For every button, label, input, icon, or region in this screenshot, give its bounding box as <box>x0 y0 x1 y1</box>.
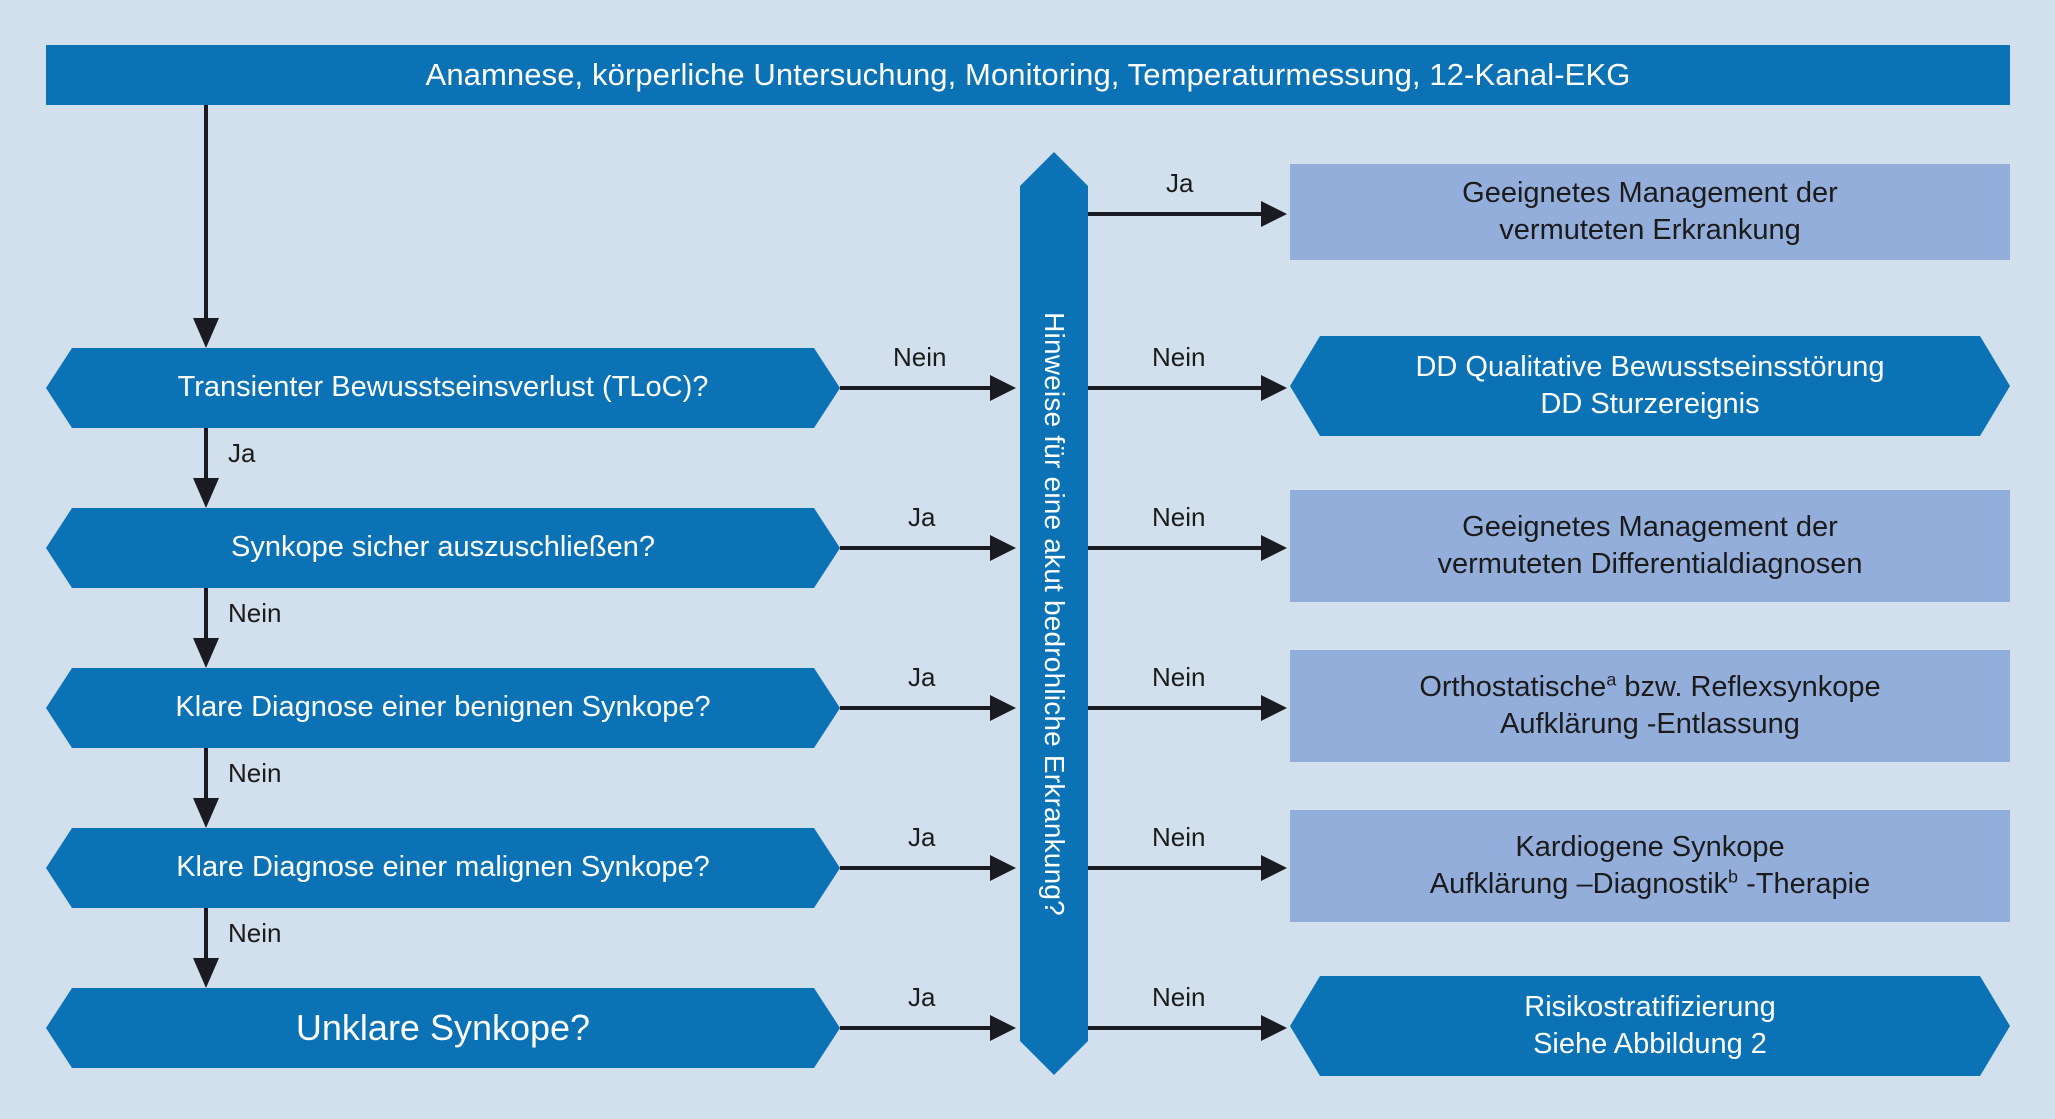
decision-tloc[interactable]: Transienter Bewusstseinsverlust (TLoC)? <box>46 348 840 428</box>
gate-label: Hinweise für eine akut bedrohliche Erkra… <box>1039 311 1070 916</box>
outcome-management-erkrankung-line1: Geeignetes Management der <box>1462 176 1838 209</box>
edge-benigne-to-gate <box>840 706 992 710</box>
outcome-risikostratifizierung[interactable]: Risikostratifizierung Siehe Abbildung 2 <box>1290 976 2010 1076</box>
outcome-kardiogene-synkope[interactable]: Kardiogene Synkope Aufklärung –Diagnosti… <box>1290 810 2010 922</box>
arrowhead-ausschliessen-to-gate <box>990 535 1016 561</box>
edge-benigne-to-maligne <box>204 748 208 800</box>
edge-gate-to-dd-qualitativ <box>1088 386 1263 390</box>
decision-maligne-synkope[interactable]: Klare Diagnose einer malignen Synkope? <box>46 828 840 908</box>
outcome-kardiogene-synkope-line2: Aufklärung –Diagnostikb -Therapie <box>1330 866 1970 903</box>
edge-gate-to-kardiogene-synkope <box>1088 866 1263 870</box>
edge-maligne-to-unklar <box>204 908 208 960</box>
arrowhead-ausschliessen-to-benigne <box>193 638 219 668</box>
edge-tloc-to-ausschliessen <box>204 428 208 480</box>
edge-label-maligne-ja: Ja <box>908 822 936 852</box>
footnote-marker-b: b <box>1728 866 1739 887</box>
outcome-management-differentialdiagnosen-line1: Geeignetes Management der <box>1462 510 1838 543</box>
edge-label-unklar-ja: Ja <box>908 982 936 1012</box>
edge-label-maligne-nein: Nein <box>228 918 282 948</box>
edge-ausschliessen-to-gate <box>840 546 992 550</box>
arrowhead-gate-to-management-differentialdiagnosen <box>1261 535 1287 561</box>
arrowhead-benigne-to-gate <box>990 695 1016 721</box>
edge-label-gate-ja: Ja <box>1166 168 1194 198</box>
edge-tloc-to-gate <box>840 386 992 390</box>
decision-unklare-synkope-label: Unklare Synkope? <box>295 1006 591 1048</box>
outcome-management-differentialdiagnosen-line2: vermuteten Differentialdiagnosen <box>1437 548 1863 580</box>
arrowhead-tloc-to-ausschliessen <box>193 478 219 508</box>
outcome-risikostratifizierung-line2: Siehe Abbildung 2 <box>1533 1028 1767 1060</box>
edge-label-tloc-ja: Ja <box>228 438 256 468</box>
edge-label-gate-nein-4: Nein <box>1152 822 1206 852</box>
arrowhead-gate-to-dd-qualitativ <box>1261 375 1287 401</box>
decision-unklare-synkope[interactable]: Unklare Synkope? <box>46 988 840 1068</box>
outcome-orthostatische-reflexsynkope[interactable]: Orthostatischea bzw. Reflexsynkope Aufkl… <box>1290 650 2010 762</box>
outcome-management-differentialdiagnosen[interactable]: Geeignetes Management der vermuteten Dif… <box>1290 490 2010 602</box>
outcome-orthostatische-line1-post: bzw. Reflexsynkope <box>1616 670 1881 703</box>
edge-gate-to-management-differentialdiagnosen <box>1088 546 1263 550</box>
arrowhead-maligne-to-gate <box>990 855 1016 881</box>
edge-gate-to-orthostatische-reflexsynkope <box>1088 706 1263 710</box>
edge-unklar-to-gate <box>840 1026 992 1030</box>
arrowhead-gate-to-management-erkrankung <box>1261 201 1287 227</box>
arrowhead-banner-to-tloc <box>193 318 219 348</box>
edge-ausschliessen-to-benigne <box>204 588 208 640</box>
edge-maligne-to-gate <box>840 866 992 870</box>
outcome-orthostatische-line1-pre: Orthostatische <box>1419 670 1607 703</box>
outcome-kardiogene-line2-pre: Aufklärung –Diagnostik <box>1429 868 1729 900</box>
edge-gate-to-management-erkrankung <box>1088 212 1263 216</box>
banner-label: Anamnese, körperliche Untersuchung, Moni… <box>425 57 1631 93</box>
edge-label-benigne-nein: Nein <box>228 758 282 788</box>
outcome-kardiogene-line2-post: -Therapie <box>1738 868 1871 900</box>
outcome-dd-qualitative-bewusstseinsstoerung[interactable]: DD Qualitative Bewusstseinsstörung DD St… <box>1290 336 2010 436</box>
outcome-orthostatische-reflexsynkope-line2: Aufklärung -Entlassung <box>1500 708 1800 740</box>
outcome-management-erkrankung-line2: vermuteten Erkrankung <box>1499 214 1801 246</box>
outcome-dd-qualitativ-line1: DD Qualitative Bewusstseinsstörung <box>1415 350 1885 383</box>
edge-gate-to-risikostratifizierung <box>1088 1026 1263 1030</box>
decision-benigne-synkope-label: Klare Diagnose einer benignen Synkope? <box>175 691 711 724</box>
edge-label-ausschliessen-ja: Ja <box>908 502 936 532</box>
arrowhead-gate-to-kardiogene-synkope <box>1261 855 1287 881</box>
decision-benigne-synkope[interactable]: Klare Diagnose einer benignen Synkope? <box>46 668 840 748</box>
outcome-orthostatische-reflexsynkope-line1: Orthostatischea bzw. Reflexsynkope <box>1330 669 1970 706</box>
edge-label-gate-nein-5: Nein <box>1152 982 1206 1012</box>
arrowhead-tloc-to-gate <box>990 375 1016 401</box>
edge-label-gate-nein-2: Nein <box>1152 502 1206 532</box>
decision-synkope-ausschliessen-label: Synkope sicher auszuschließen? <box>231 531 655 564</box>
edge-label-ausschliessen-nein: Nein <box>228 598 282 628</box>
footnote-marker-a: a <box>1606 669 1617 690</box>
outcome-management-erkrankung[interactable]: Geeignetes Management der vermuteten Erk… <box>1290 164 2010 260</box>
outcome-dd-qualitativ-line2: DD Sturzereignis <box>1540 388 1760 420</box>
decision-tloc-label: Transienter Bewusstseinsverlust (TLoC)? <box>177 371 709 404</box>
arrowhead-benigne-to-maligne <box>193 798 219 828</box>
edge-label-gate-nein-3: Nein <box>1152 662 1206 692</box>
arrowhead-gate-to-risikostratifizierung <box>1261 1015 1287 1041</box>
edge-label-gate-nein-1: Nein <box>1152 342 1206 372</box>
outcome-kardiogene-synkope-line1: Kardiogene Synkope <box>1515 830 1785 863</box>
edge-label-benigne-ja: Ja <box>908 662 936 692</box>
gate-hinweise-akut-bedrohliche-erkrankung[interactable]: Hinweise für eine akut bedrohliche Erkra… <box>1020 152 1088 1075</box>
edge-label-tloc-nein: Nein <box>893 342 947 372</box>
arrowhead-unklar-to-gate <box>990 1015 1016 1041</box>
arrowhead-maligne-to-unklar <box>193 958 219 988</box>
edge-banner-to-tloc <box>204 105 208 320</box>
banner-anamnese: Anamnese, körperliche Untersuchung, Moni… <box>46 45 2010 105</box>
decision-maligne-synkope-label: Klare Diagnose einer malignen Synkope? <box>176 851 710 884</box>
decision-synkope-ausschliessen[interactable]: Synkope sicher auszuschließen? <box>46 508 840 588</box>
outcome-risikostratifizierung-line1: Risikostratifizierung <box>1524 990 1776 1023</box>
arrowhead-gate-to-orthostatische-reflexsynkope <box>1261 695 1287 721</box>
